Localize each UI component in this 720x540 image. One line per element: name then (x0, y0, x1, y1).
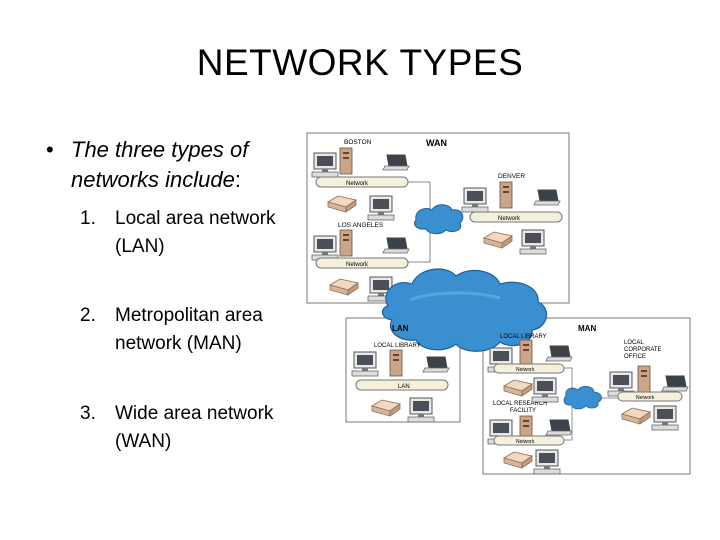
list-item-number: 2. (80, 305, 96, 326)
site-label-denver: DENVER (498, 173, 525, 180)
bullet-dot: • (46, 137, 54, 162)
wan-cloud-large (381, 268, 548, 352)
lan-panel-label: LAN (392, 324, 409, 333)
intro-colon: : (234, 167, 241, 192)
list-item-text: Metropolitan area network (MAN) (115, 305, 263, 354)
wan-cloud-small (413, 204, 464, 235)
lan-panel (345, 317, 461, 423)
man-site-label-library: LOCAL LIBRARY (500, 334, 547, 340)
list-item-text: Wide area network (WAN) (115, 403, 274, 452)
wan-panel (306, 132, 570, 304)
wan-panel-label: WAN (426, 138, 447, 148)
man-network-label-office: Network (636, 395, 655, 401)
lan-network-label: LAN (398, 384, 410, 390)
list-item-number: 3. (80, 403, 96, 424)
man-cloud (563, 386, 602, 410)
man-panel-label: MAN (578, 324, 596, 333)
intro-text: The three types of networks include: (71, 135, 311, 195)
list-item-number: 1. (80, 208, 96, 229)
man-network-label-library: Network (516, 367, 535, 373)
man-network-label-research: Network (516, 439, 535, 445)
list-item-text: Local area network (LAN) (115, 208, 276, 257)
site-label-los-angeles: LOS ANGELES (338, 222, 384, 229)
network-label-los-angeles: Network (346, 262, 369, 268)
lan-site-label: LOCAL LIBRARY (374, 343, 421, 349)
intro-text-italic: The three types of networks include (71, 137, 249, 192)
slide-title: NETWORK TYPES (196, 42, 524, 83)
network-label-denver: Network (498, 216, 521, 222)
site-label-boston: BOSTON (344, 139, 372, 146)
man-panel (482, 317, 691, 475)
network-label-boston: Network (346, 181, 369, 187)
